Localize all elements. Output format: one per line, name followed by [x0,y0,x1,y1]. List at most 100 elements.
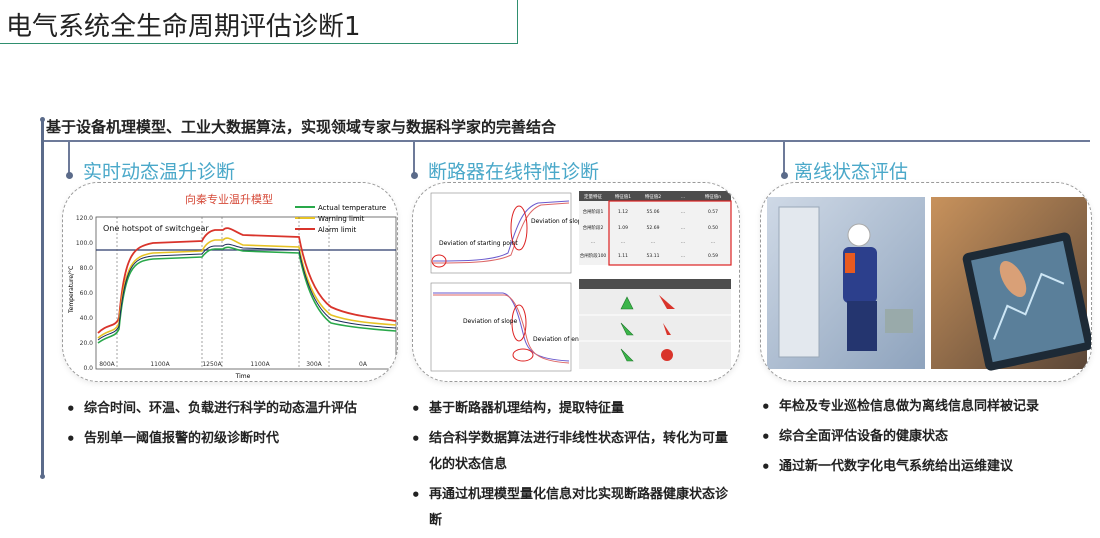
feature-table-cell: 合闸阶段2 [583,224,604,231]
top-label-slope: Deviation of slope [531,218,586,225]
hand [999,260,1027,298]
offline-photos [767,197,1091,371]
bullet-item: 告别单一阈值报警的初级诊断时代 [66,426,396,452]
timeline-top-dot [40,117,45,122]
actual-temperature-curve [97,246,397,344]
page-title: 电气系统全生命周期评估诊断1 [6,12,361,42]
y-tick-label: 80.0 [80,265,94,272]
y-tick-label: 120.0 [76,215,93,222]
safety-vest [845,253,855,273]
feature-table-cell: 合闸阶段1 [583,208,604,215]
branch-line-3 [783,142,785,176]
top-curve-b [432,202,570,264]
headline: 基于设备机理模型、工业大数据算法，实现领域专家与数据科学家的完善结合 [46,118,557,136]
deviation-end-marker [512,348,534,362]
section-title-breaker: 断路器在线特性诊断 [428,161,600,183]
bottom-label-end: Deviation of ending point [533,336,610,343]
branch-dot-2 [410,172,418,179]
feature-table-body [579,201,731,265]
status-table-body [579,289,731,369]
deviation-slope-marker [510,205,528,251]
branch-line-2 [413,142,415,176]
bullet-item: 结合科学数据算法进行非线性状态评估，转化为可量化的状态信息 [411,426,739,478]
phase-label: 300A [306,361,322,368]
helmet [847,223,871,247]
engineer-legs [847,301,877,351]
phase-label: 800A [99,361,115,368]
top-label-start: Deviation of starting point [439,240,518,247]
status-triangle-green [620,322,634,336]
y-tick-label: 60.0 [80,290,94,297]
feature-table-cell: 0.59 [708,253,718,259]
feature-table-cell: 53.11 [647,253,660,259]
branch-line-1 [68,142,70,176]
feature-table-cell: 55.06 [647,209,660,215]
phase-label: 0A [359,361,368,368]
tablet-chart-line [993,272,1065,340]
y-tick-label: 0.0 [83,365,93,372]
bullet-item: 年检及专业巡检信息做为离线信息同样被记录 [761,394,1091,420]
section-title-offline: 离线状态评估 [794,161,909,183]
timeline-vertical [41,120,44,478]
phase-label: 1100A [150,361,170,368]
bullets-temperature: 综合时间、环温、负载进行科学的动态温升评估 告别单一阈值报警的初级诊断时代 [66,396,396,456]
branch-dot-1 [65,172,73,179]
feature-table-highlight [608,200,732,266]
branch-dot-3 [780,172,788,179]
tablet-screen [971,240,1085,363]
bullet-item: 再通过机理模型量化信息对比实现断路器健康状态诊断 [411,482,739,534]
top-curve-a [432,200,570,262]
alarm-limit-curve [97,227,397,334]
bullet-item: 通过新一代数字化电气系统给出运维建议 [761,454,1091,480]
feature-table-cell: ... [711,240,715,245]
y-tick-label: 40.0 [80,315,94,322]
feature-table-cell: ... [681,240,685,245]
feature-table-cell: 52.69 [647,225,660,231]
feature-table-cell: 1.11 [618,253,628,259]
chart-ylabel: Temperature/°C [68,266,75,314]
feature-table-cell: 合闸阶段100 [580,252,607,259]
temperature-chart: 向秦专业温升模型 One hotspot of switchgear Actua… [68,192,397,380]
bottom-curve-b [433,294,570,364]
feature-table-header [579,191,731,201]
deviation-start-marker [431,254,447,268]
bottom-curve-plot [430,282,572,372]
bullet-item: 基于断路器机理结构，提取特征量 [411,396,739,422]
temperature-chart-card: 向秦专业温升模型 One hotspot of switchgear Actua… [62,182,398,382]
bullet-item: 综合时间、环温、负载进行科学的动态温升评估 [66,396,396,422]
feature-table-cell: 0.57 [708,209,718,215]
bullets-offline: 年检及专业巡检信息做为离线信息同样被记录 综合全面评估设备的健康状态 通过新一代… [761,394,1091,484]
offline-photos-card [760,182,1092,382]
y-tick-label: 100.0 [76,240,93,247]
chart-xlabel: Time [235,373,251,380]
breaker-figure: Deviation of starting point Deviation of… [430,191,732,372]
legend-alarm-label: Alarm limit [318,226,356,234]
chart-inner-title: One hotspot of switchgear [103,224,209,233]
status-triangle-red [659,295,675,309]
legend-warning-label: Warning limit [318,215,365,223]
feature-table-cell: 0.50 [708,225,718,231]
feature-table-header-cell: 特征值1 [615,193,631,200]
timeline-bottom-dot [40,474,45,479]
feature-table-cell: 1.09 [618,225,628,231]
status-table-header [579,279,731,289]
status-triangle-green [620,296,634,310]
status-circle-red [661,349,673,361]
feature-table-cell: ... [591,240,595,245]
section-title-temperature: 实时动态温升诊断 [83,161,236,183]
bullet-item: 综合全面评估设备的健康状态 [761,424,1091,450]
feature-table-cell: ... [681,254,685,259]
y-tick-label: 20.0 [80,340,94,347]
phase-label: 1100A [250,361,270,368]
feature-table-header-cell: 特征值2 [645,193,661,200]
chart-overlay-title: 向秦专业温升模型 [185,192,273,206]
page-title-box: 电气系统全生命周期评估诊断1 [0,0,518,44]
measured-curve [97,243,397,341]
chart-plot-frame [95,216,397,370]
status-triangle-green [620,348,634,362]
status-triangle-red [663,323,671,335]
test-device [885,309,913,333]
feature-table-header-cell: 定量特征 [584,193,602,200]
breaker-figure-card: Deviation of starting point Deviation of… [412,182,740,382]
top-curve-plot [430,192,572,274]
